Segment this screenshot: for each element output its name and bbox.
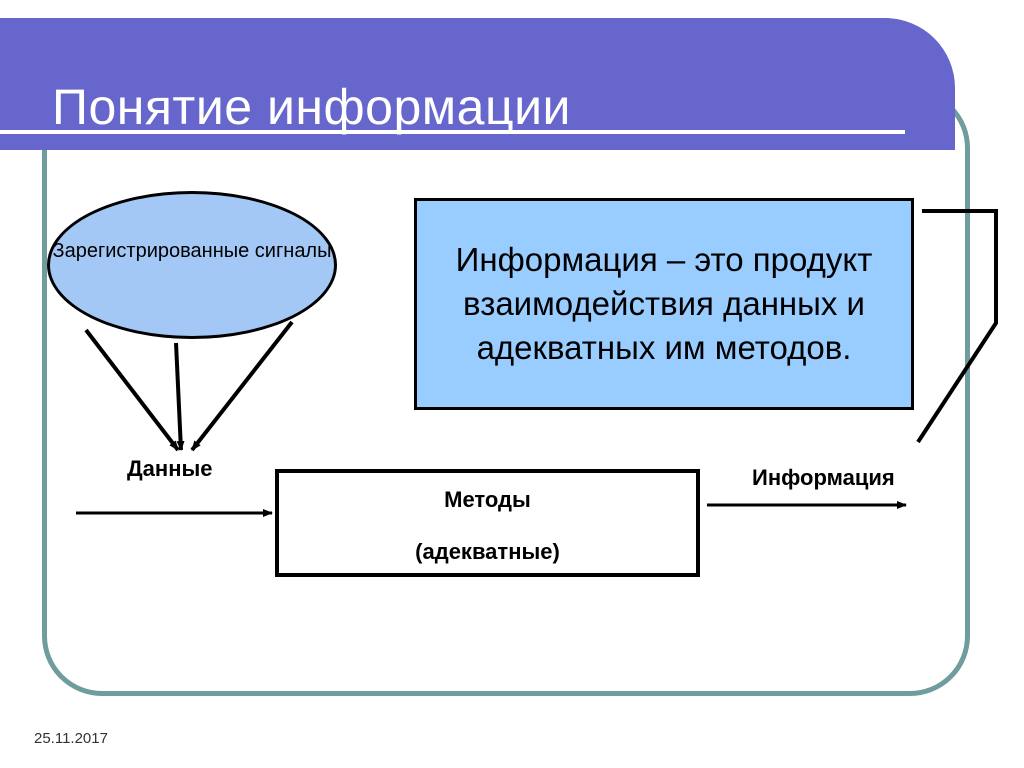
signal-arrow-left — [84, 328, 180, 452]
methods-box: Методы (адекватные) — [275, 469, 700, 577]
slide-date: 25.11.2017 — [34, 730, 108, 747]
title-underline — [0, 130, 905, 134]
signals-ellipse — [47, 191, 337, 339]
title-bar — [0, 18, 955, 150]
methods-subtitle: (адекватные) — [415, 539, 560, 564]
definition-bracket — [916, 209, 998, 444]
signal-arrow-right — [190, 320, 294, 452]
data-label: Данные — [127, 456, 213, 481]
signals-label: Зарегистрированные сигналы — [52, 240, 332, 262]
signal-arrow-middle — [174, 342, 185, 451]
slide-title: Понятие информации — [52, 79, 571, 135]
methods-title: Методы — [444, 487, 531, 512]
definition-box: Информация – это продукт взаимодействия … — [414, 198, 914, 410]
information-label: Информация — [752, 465, 895, 490]
definition-text: Информация – это продукт взаимодействия … — [455, 241, 873, 366]
